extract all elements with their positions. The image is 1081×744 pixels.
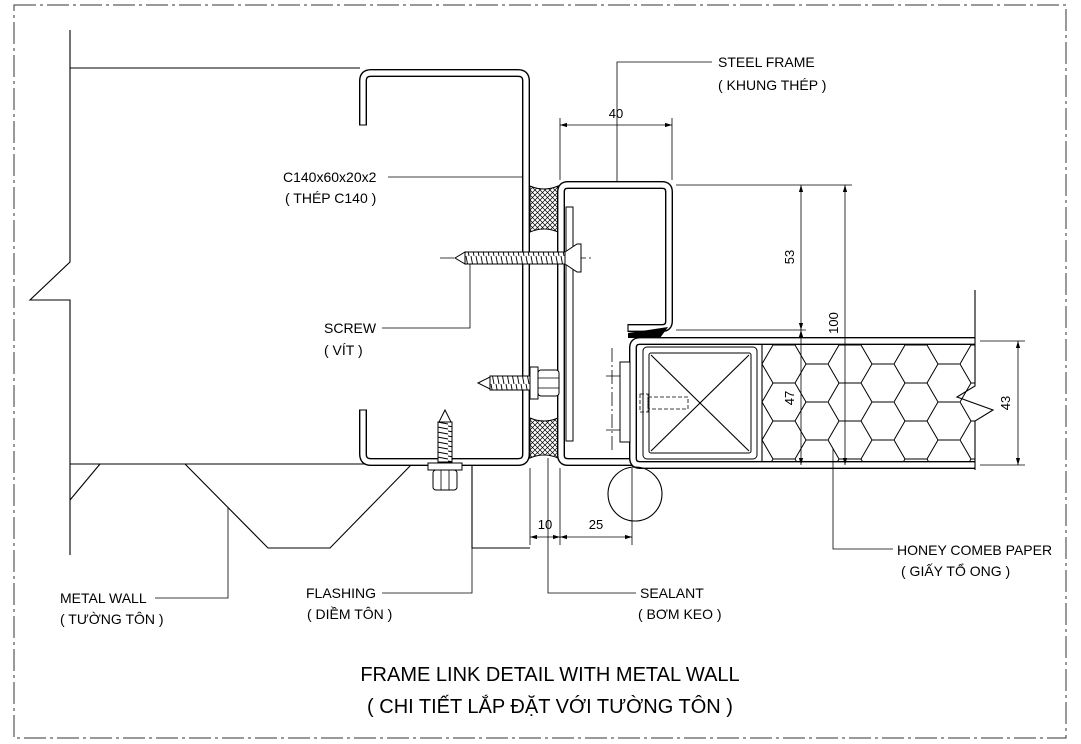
c-channel-lip-ends xyxy=(359,124,367,411)
title-sub: ( CHI TIẾT LẮP ĐẶT VỚI TƯỜNG TÔN ) xyxy=(367,694,733,718)
vertical-drill-tip xyxy=(438,408,452,423)
fixing-plate-edges xyxy=(606,375,620,431)
metal-wall-label: METAL WALL xyxy=(60,590,147,606)
drill-screw-thread xyxy=(489,375,531,391)
leaf-fixing xyxy=(606,348,689,452)
c-channel-outline xyxy=(359,69,530,466)
screw-label: SCREW xyxy=(324,320,377,336)
self-drilling-screw-horizontal xyxy=(476,366,560,400)
c-channel-label: C140x60x20x2 xyxy=(283,169,377,185)
right-break-line xyxy=(955,290,995,470)
honeycomb-label-local: ( GIẤY TỔ ONG ) xyxy=(901,562,1010,579)
sealant-label: SEALANT xyxy=(640,585,704,601)
steel-frame-label-local: ( KHUNG THÉP ) xyxy=(718,77,826,93)
square-tube-cross xyxy=(650,354,750,452)
fixing-plate xyxy=(619,361,631,443)
dim-100-text: 100 xyxy=(826,312,841,334)
dim-53-text: 53 xyxy=(782,250,797,264)
c-channel-label-local: ( THÉP C140 ) xyxy=(285,190,376,206)
steel-frame-label: STEEL FRAME xyxy=(718,54,815,70)
drill-screw-washer xyxy=(529,366,539,400)
honeycomb-label: HONEY COMEB PAPER xyxy=(897,542,1052,558)
wall-left-edge-with-break xyxy=(28,30,71,555)
sealant-label-local: ( BƠM KEO ) xyxy=(638,606,722,622)
fixing-bolt-shank xyxy=(647,396,689,410)
dimensions: 40 53 47 100 43 10 25 xyxy=(529,106,1025,545)
vertical-screw-washer xyxy=(427,462,463,471)
c140-channel xyxy=(359,69,530,466)
detail-circle xyxy=(607,466,663,522)
vertical-hex-head-faces xyxy=(440,470,450,490)
wall-corrugation-trough xyxy=(184,463,413,549)
flashing xyxy=(471,466,530,549)
dim-40-text: 40 xyxy=(609,106,623,121)
dim-25-text: 25 xyxy=(589,517,603,532)
leader-lines xyxy=(155,61,893,599)
steel-frame-inner xyxy=(558,182,672,465)
vertical-screw-thread xyxy=(437,421,453,463)
hex-head-faces xyxy=(538,377,559,389)
dim-10-text: 10 xyxy=(538,517,552,532)
steel-frame-leader xyxy=(616,61,712,181)
vertical-screw-hex-head xyxy=(432,469,458,491)
labels: STEEL FRAME ( KHUNG THÉP ) C140x60x20x2 … xyxy=(60,54,1052,627)
screw-thread xyxy=(464,251,566,265)
frame-reinforcement-plate xyxy=(565,206,574,442)
metal-wall-label-local: ( TƯỜNG TÔN ) xyxy=(60,611,164,627)
drill-screw-hex-head xyxy=(537,369,560,397)
dim-47-text: 47 xyxy=(782,391,797,405)
c-channel-inner xyxy=(360,70,529,465)
flashing-leader xyxy=(382,548,473,594)
drawing-title: FRAME LINK DETAIL WITH METAL WALL ( CHI … xyxy=(360,664,739,718)
door-leaf-skin-inner xyxy=(630,338,975,468)
screw-tip xyxy=(454,251,466,265)
sealant-leader xyxy=(547,458,636,594)
flashing-label-local: ( DIỀM TÔN ) xyxy=(307,606,392,622)
dim-40-extensions xyxy=(559,118,673,180)
sealant-lower xyxy=(529,417,559,459)
sealant-upper xyxy=(529,185,559,233)
door-gasket xyxy=(628,327,668,338)
honeycomb-core xyxy=(762,345,975,462)
self-drilling-screw-vertical xyxy=(427,408,463,491)
honeycomb-leader xyxy=(832,448,893,550)
fixing-bolt-head xyxy=(639,393,649,413)
flashing-label: FLASHING xyxy=(306,585,376,601)
dim-bottom-extensions xyxy=(529,468,633,545)
screw-label-local: ( VÍT ) xyxy=(324,342,363,358)
dim-right-extensions xyxy=(676,184,852,331)
sealant xyxy=(529,185,559,459)
wall-corrugation-rib-left xyxy=(69,463,101,501)
dim-43-text: 43 xyxy=(998,396,1013,410)
screw-head xyxy=(564,243,582,273)
title-main: FRAME LINK DETAIL WITH METAL WALL xyxy=(360,664,739,686)
drawing-border xyxy=(13,4,1067,739)
metal-wall xyxy=(28,30,472,555)
metal-wall-leader xyxy=(155,508,229,599)
door-leaf xyxy=(629,290,995,470)
drill-tip xyxy=(476,376,491,390)
screw-leader xyxy=(382,264,471,329)
screw xyxy=(440,243,592,273)
